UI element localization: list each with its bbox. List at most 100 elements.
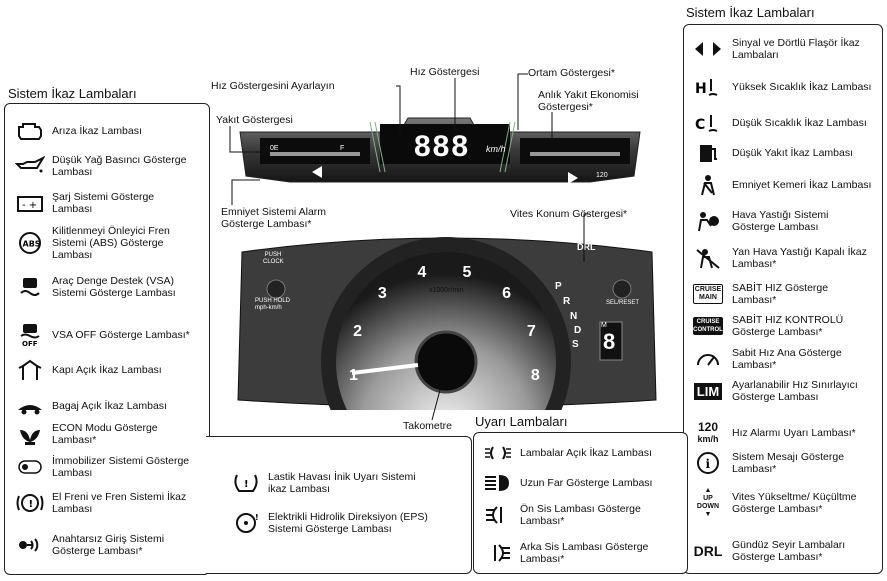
legend-icon-slot: ABS bbox=[14, 230, 46, 256]
legend-icon-slot bbox=[690, 208, 726, 234]
drl-cluster-label: DRL bbox=[577, 242, 596, 252]
legend-label: Arıza İkaz Lambası bbox=[52, 125, 142, 137]
svg-text:- +: - + bbox=[22, 200, 37, 211]
legend-item: Yan Hava Yastığı Kapalı İkaz Lambası* bbox=[690, 245, 872, 271]
legend-item: Düşük Yakıt İkaz Lambası bbox=[690, 140, 872, 166]
legend-label: SABİT HIZ Gösterge Lambası* bbox=[732, 282, 829, 306]
battery-icon: - + bbox=[17, 196, 43, 212]
gear-letter: P bbox=[555, 281, 562, 292]
gear-box-label: M bbox=[601, 322, 607, 329]
tacho-number: 1 bbox=[349, 367, 359, 385]
legend-item: DRL Gündüz Seyir Lambaları Gösterge Lamba… bbox=[690, 538, 872, 564]
legend-label: Şarj Sistemi Gösterge Lambası bbox=[52, 191, 155, 215]
drl-icon: DRL bbox=[693, 543, 723, 559]
legend-icon-slot bbox=[690, 172, 726, 198]
left-panel-title: Sistem İkaz Lambaları bbox=[8, 86, 137, 101]
legend-icon-slot: ! bbox=[230, 470, 262, 496]
legend-item: Düşük Yağ Basıncı Gösterge Lambası bbox=[14, 153, 194, 179]
vsa-icon bbox=[20, 278, 40, 296]
legend-icon-slot bbox=[14, 153, 46, 179]
lights-on-icon bbox=[485, 446, 511, 460]
airbag-icon bbox=[698, 212, 719, 232]
legend-icon-slot: DRL bbox=[690, 538, 726, 564]
speed-alarm-value: 120 bbox=[596, 172, 608, 179]
tacho-number: 5 bbox=[462, 263, 472, 281]
legend-label: Gündüz Seyir Lambaları Gösterge Lambası* bbox=[732, 539, 846, 563]
tacho-unit: x1000r/min bbox=[429, 287, 464, 294]
legend-item: Anahtarsız Giriş Sistemi Gösterge Lambas… bbox=[14, 532, 194, 558]
legend-label: İmmobilizer Sistemi Gösterge Lambası bbox=[52, 455, 190, 479]
oil-can-icon bbox=[15, 155, 45, 173]
fuel-e-label: 0E bbox=[270, 145, 279, 152]
tacho-number: 4 bbox=[417, 263, 427, 281]
left-panel-extension bbox=[206, 436, 472, 574]
speed-digits: 888 bbox=[414, 130, 471, 163]
svg-text:OFF: OFF bbox=[22, 340, 38, 347]
legend-item: Emniyet Kemeri İkaz Lambası bbox=[690, 172, 872, 198]
callout-security: Emniyet Sistemi Alarm Gösterge Lambası* bbox=[221, 206, 327, 230]
tire-pressure-icon: ! bbox=[234, 474, 258, 492]
gear-letter: D bbox=[574, 325, 582, 336]
legend-item: - + Şarj Sistemi Gösterge Lambası bbox=[14, 190, 194, 216]
legend-icon-slot: - + bbox=[14, 190, 46, 216]
info-icon: i bbox=[697, 452, 719, 474]
seatbelt-icon bbox=[701, 175, 715, 196]
svg-text:C: C bbox=[695, 117, 705, 133]
speed-unit: km/h bbox=[486, 144, 506, 154]
legend-label: Ayarlanabilir Hız Sınırlayıcı Gösterge L… bbox=[732, 379, 858, 403]
legend-label: Araç Denge Destek (VSA) Sistemi Gösterge… bbox=[52, 275, 176, 299]
push-clock-label: PUSH CLOCK bbox=[263, 252, 284, 265]
legend-icon-slot bbox=[14, 274, 46, 300]
legend-label: Yan Hava Yastığı Kapalı İkaz Lambası* bbox=[732, 246, 867, 270]
callout-fuel: Yakıt Göstergesi bbox=[216, 114, 293, 126]
legend-icon-slot bbox=[14, 421, 46, 447]
legend-item: Araç Denge Destek (VSA) Sistemi Gösterge… bbox=[14, 274, 194, 300]
legend-item: Arıza İkaz Lambası bbox=[14, 118, 194, 144]
rear-fog-icon bbox=[494, 544, 510, 562]
legend-icon-slot bbox=[482, 470, 514, 496]
legend-item: ! Elektrikli Hidrolik Direksiyon (EPS) Si… bbox=[230, 510, 428, 536]
legend-label: Uzun Far Gösterge Lambası bbox=[520, 477, 653, 489]
legend-icon-slot bbox=[14, 357, 46, 383]
legend-label: Sistem Mesajı Gösterge Lambası* bbox=[732, 451, 845, 475]
vsa-off-icon: OFF bbox=[20, 324, 40, 347]
legend-item: C Düşük Sıcaklık İkaz Lambası bbox=[690, 110, 872, 136]
legend-item: !Lastik Havası İnik Uyarı Sistemi ikaz L… bbox=[230, 470, 428, 496]
right-panel bbox=[683, 24, 883, 574]
side-airbag-off-icon bbox=[696, 249, 720, 269]
legend-item: Sabit Hız Ana Gösterge Lambası* bbox=[690, 346, 872, 372]
right-panel-title: Sistem İkaz Lambaları bbox=[686, 5, 815, 20]
legend-icon-slot: i bbox=[690, 450, 726, 476]
legend-icon-slot bbox=[690, 36, 726, 62]
legend-label: Yüksek Sıcaklık İkaz Lambası bbox=[732, 81, 872, 93]
tacho-cluster bbox=[237, 237, 657, 410]
brake-icon: ! bbox=[16, 494, 44, 512]
gear-letter: R bbox=[563, 296, 571, 307]
legend-icon-slot: LIM bbox=[690, 378, 726, 404]
legend-label: Düşük Yağ Basıncı Gösterge Lambası bbox=[52, 154, 187, 178]
warning-panel bbox=[473, 432, 688, 574]
legend-label: Hava Yastığı Sistemi Gösterge Lambası bbox=[732, 209, 829, 233]
fuel-icon bbox=[700, 145, 717, 162]
legend-label: Elektrikli Hidrolik Direksiyon (EPS) Sis… bbox=[268, 511, 428, 535]
legend-label: Ön Sis Lambası Gösterge Lambası* bbox=[520, 503, 641, 527]
legend-icon-slot: ! bbox=[230, 510, 262, 536]
legend-item: ECON Modu Gösterge Lambası* bbox=[14, 421, 194, 447]
legend-label: Arka Sis Lambası Gösterge Lambası* bbox=[520, 541, 649, 565]
legend-item: Kapı Açık İkaz Lambası bbox=[14, 357, 194, 383]
eps-icon: ! bbox=[236, 513, 259, 533]
legend-label: Bagaj Açık İkaz Lambası bbox=[52, 400, 167, 412]
legend-label: Düşük Sıcaklık İkaz Lambası bbox=[732, 117, 867, 129]
legend-label: Vites Yükseltme/ Küçültme Gösterge Lamba… bbox=[732, 491, 857, 515]
legend-icon-slot bbox=[690, 140, 726, 166]
callout-ambient: Ortam Göstergesi* bbox=[528, 67, 615, 79]
